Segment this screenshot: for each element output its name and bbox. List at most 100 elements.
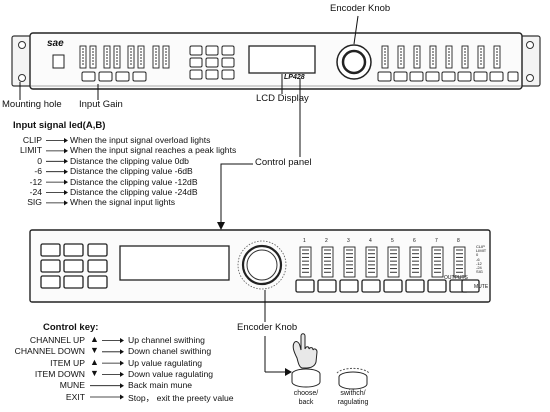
control-key-button [205, 57, 219, 68]
signal-arrow-head [64, 158, 68, 164]
knob-press-illustration [291, 333, 321, 388]
output-led-meter [461, 45, 469, 69]
meter-legend-label: 0 [476, 252, 479, 258]
channel-number: 1 [303, 238, 306, 244]
signal-key: -6 [34, 166, 42, 177]
output-meters [381, 45, 501, 69]
control-key-description: Down chanel swithing [128, 346, 212, 357]
encoder-knob-zoom-ring [237, 240, 287, 290]
meter-frame [409, 246, 422, 278]
input-led-meter [113, 45, 121, 69]
output-meters-zoom [299, 246, 466, 278]
signal-key: SIG [27, 197, 42, 208]
control-arrow-head [120, 394, 124, 400]
output-mute-button [409, 71, 424, 82]
control-key-button-zoom [63, 259, 84, 273]
input-gain-buttons [81, 71, 147, 82]
encoder-knob-zoom-inner [246, 249, 278, 281]
input-gain-button [81, 71, 96, 82]
control-key-description: Down value ragulating [128, 368, 214, 379]
signal-key: LIMIT [20, 145, 42, 156]
triangle-down-icon: ▼ [90, 345, 99, 356]
input-signal-row: -24 Distance the clipping value -24dB [0, 187, 330, 198]
control-key-description: Stop， exit the preety value [128, 392, 234, 403]
input-signal-row: LIMIT When the input signal reaches a pea… [0, 145, 330, 156]
control-arrow-head [120, 383, 124, 389]
meter-frame [103, 45, 111, 69]
control-key-button [205, 69, 219, 80]
control-key-button [189, 69, 203, 80]
meter-frame [387, 246, 400, 278]
signal-arrow-head [64, 190, 68, 195]
input-meters [79, 45, 170, 69]
control-key-button [221, 69, 235, 80]
output-led-meter [445, 45, 453, 69]
control-key-description: Up value ragulating [128, 357, 203, 368]
output-led-meter [493, 45, 501, 69]
control-arrow-head [120, 371, 124, 377]
input-led-meter [89, 45, 97, 69]
control-key-button-zoom [40, 259, 61, 273]
output-led-meter-zoom [431, 246, 444, 278]
triangle-up-icon: ▲ [90, 356, 99, 367]
meter-frame [413, 45, 421, 69]
meter-frame [152, 45, 160, 69]
meter-frame [365, 246, 378, 278]
signal-description: Distance the clipping value -24dB [70, 187, 198, 197]
control-key-button [221, 57, 235, 68]
model-label: LP428 [284, 74, 305, 81]
output-mute-button [457, 71, 472, 82]
control-key-button-zoom [40, 243, 61, 257]
output-led-meter-zoom [409, 246, 422, 278]
control-keys-zoom [40, 243, 108, 289]
output-mute-button [377, 71, 392, 82]
control-key-row: ITEM UP ▲ Up value ragulating [0, 356, 260, 369]
power-switch [52, 54, 65, 69]
control-key-button-zoom [87, 243, 108, 257]
output-mute-button [425, 71, 440, 82]
control-key-button [189, 57, 203, 68]
control-key-description: Up channel swithing [128, 335, 205, 345]
control-key-button [205, 45, 219, 56]
signal-description: When the input signal overload lights [70, 135, 211, 145]
outputs-label-zoom: OUTPUTS [444, 275, 468, 281]
knob-turn-illustration [336, 367, 370, 390]
signal-key: -24 [29, 187, 42, 197]
signal-arrow-head [64, 169, 68, 175]
output-mute-button [441, 71, 456, 82]
output-led-meter [429, 45, 437, 69]
output-led-meter-zoom [321, 246, 334, 278]
channel-number: 2 [325, 238, 328, 244]
control-key-name: MUNE [59, 380, 85, 391]
triangle-down-icon: ▼ [90, 367, 99, 378]
control-key-name: ITEM UP [50, 357, 85, 368]
encoder-knob-callout: Encoder Knob [330, 3, 391, 14]
signal-arrow-head [64, 200, 68, 206]
mounting-hole-left-top [18, 41, 26, 49]
meter-legend-label: -6 [476, 256, 480, 262]
mounting-hole-callout: Mounting hole [2, 99, 62, 110]
meter-frame [113, 45, 121, 69]
lcd-display [248, 45, 316, 74]
output-led-meter [477, 45, 485, 69]
signal-description: Distance the clipping value 0db [70, 155, 189, 166]
output-led-meter [381, 45, 389, 69]
control-key-button-zoom [87, 259, 108, 273]
control-key-button-zoom [40, 275, 61, 289]
signal-arrow-head [64, 179, 68, 185]
control-key-name: CHANNEL DOWN [14, 346, 85, 357]
control-arrow-head [120, 349, 124, 355]
meter-legend-label: LIMIT [476, 248, 487, 254]
mute-label-zoom: MUTE [474, 284, 489, 290]
meter-frame [493, 45, 501, 69]
output-button-zoom [317, 279, 337, 293]
signal-description: Distance the clipping value -12dB [70, 176, 198, 187]
signal-description: When the input signal reaches a peak lig… [70, 145, 237, 156]
channel-number: 8 [457, 238, 460, 244]
input-gain-button [98, 71, 113, 82]
input-gain-button [132, 71, 147, 82]
meter-legend-label: SIG [476, 269, 483, 275]
encoder-knob-zoom-callout: Encoder Knob [237, 322, 298, 333]
hand-icon [292, 333, 318, 369]
